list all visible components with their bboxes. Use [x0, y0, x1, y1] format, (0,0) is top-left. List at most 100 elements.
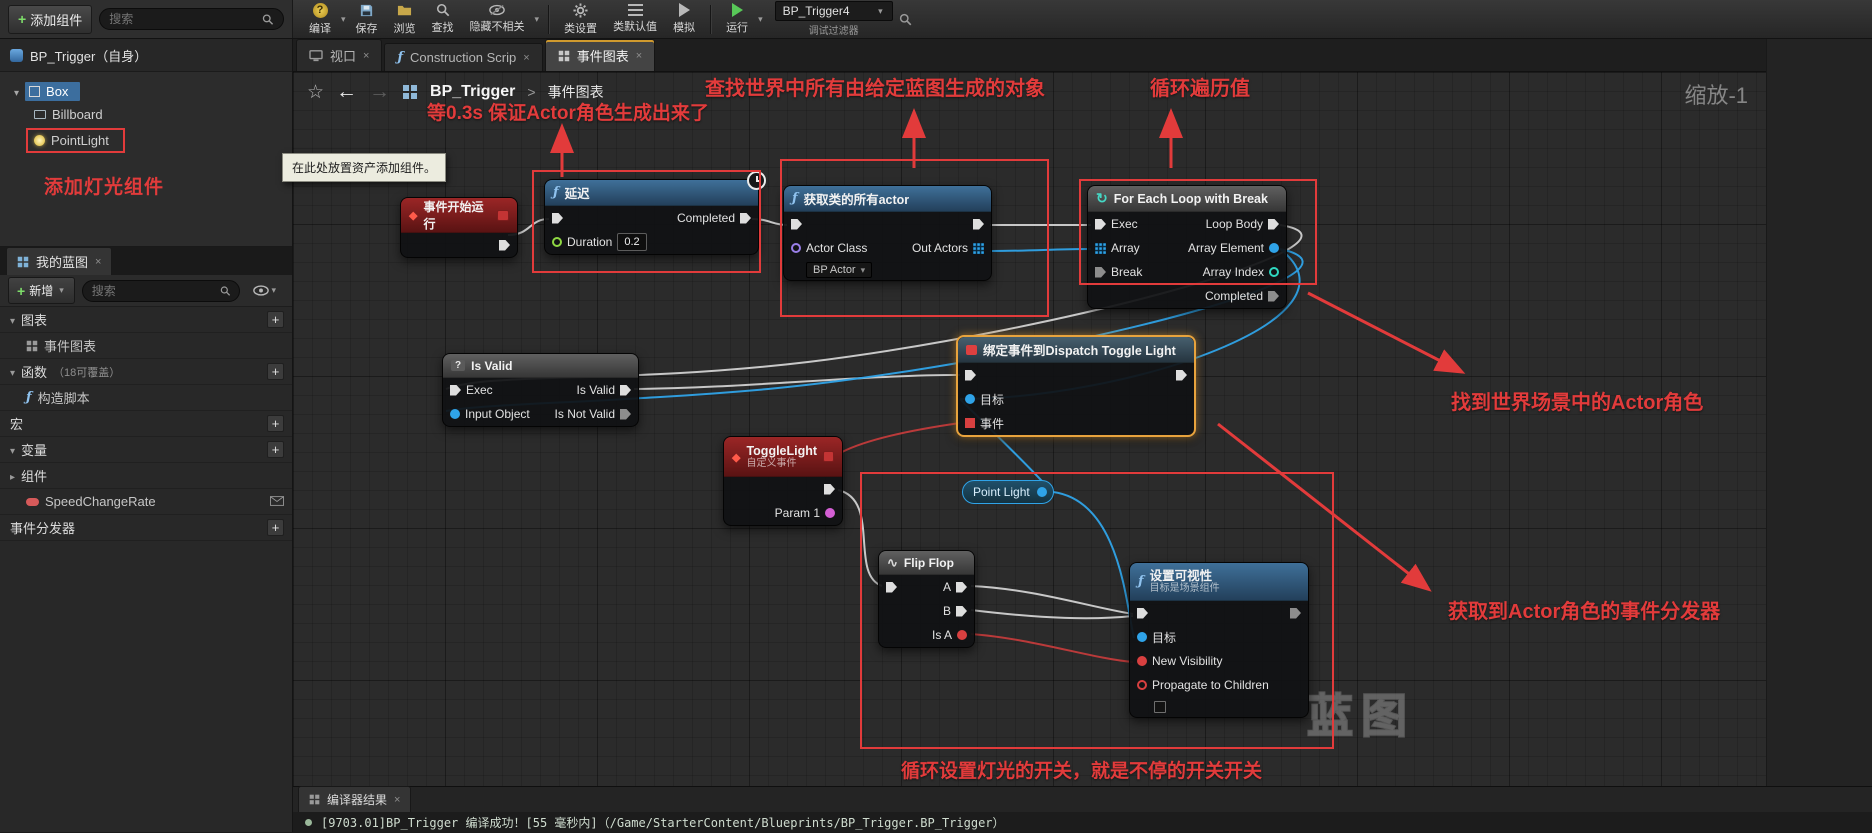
- node-delay[interactable]: ƒ 延迟 Completed Duration 0.2: [544, 179, 759, 255]
- flipflop-b-pin[interactable]: [956, 606, 967, 617]
- propagate-checkbox[interactable]: [1154, 701, 1166, 713]
- delay-duration-pin[interactable]: [552, 237, 562, 247]
- event-graph-canvas[interactable]: 蓝图 BP_Trigger > 事件图表: [293, 72, 1766, 786]
- favorite-star-icon[interactable]: [307, 81, 324, 104]
- back-arrow-icon[interactable]: [336, 80, 357, 104]
- add-function-button[interactable]: [267, 363, 284, 380]
- isvalid-valid-pin[interactable]: [620, 385, 631, 396]
- tab-compiler-results[interactable]: 编译器结果: [298, 786, 411, 812]
- section-variables[interactable]: 变量: [0, 437, 292, 463]
- collapse-arrow-icon[interactable]: [10, 442, 15, 457]
- foreach-arrayelement-pin[interactable]: [1269, 243, 1279, 253]
- foreach-exec-pin[interactable]: [1095, 219, 1106, 230]
- collapse-arrow-icon[interactable]: [10, 468, 15, 483]
- class-defaults-button[interactable]: 类默认值: [605, 1, 665, 38]
- breadcrumb-current[interactable]: 事件图表: [548, 82, 604, 102]
- play-options-caret[interactable]: [756, 14, 765, 25]
- close-icon[interactable]: [95, 256, 101, 268]
- collapse-arrow-icon[interactable]: [10, 364, 15, 379]
- setvis-newvisibility-pin[interactable]: [1137, 656, 1147, 666]
- node-togglelight-custom-event[interactable]: ToggleLight 自定义事件 Param 1: [723, 436, 843, 526]
- flipflop-a-pin[interactable]: [956, 582, 967, 593]
- find-button[interactable]: 查找: [424, 1, 462, 38]
- isvalid-notvalid-pin[interactable]: [620, 409, 631, 420]
- tab-event-graph[interactable]: 事件图表: [545, 39, 655, 71]
- node-point-light-getter[interactable]: Point Light: [962, 480, 1054, 504]
- node-bind-event-dispatch-toggle-light[interactable]: 绑定事件到Dispatch Toggle Light 目标 事件: [956, 335, 1196, 437]
- delegate-pin[interactable]: [823, 451, 834, 462]
- breadcrumb-root[interactable]: BP_Trigger: [430, 83, 515, 101]
- section-event-dispatchers[interactable]: 事件分发器: [0, 515, 292, 541]
- close-icon[interactable]: [636, 50, 642, 62]
- delay-exec-in-pin[interactable]: [552, 213, 563, 224]
- togglelight-param-pin[interactable]: [825, 508, 835, 518]
- collapse-arrow-icon[interactable]: [10, 312, 15, 327]
- my-blueprint-search-input[interactable]: [92, 284, 215, 298]
- section-functions[interactable]: 函数 （18可覆盖）: [0, 359, 292, 385]
- compile-options-caret[interactable]: [339, 14, 348, 25]
- compile-button[interactable]: 编译: [301, 1, 339, 38]
- item-event-graph[interactable]: 事件图表: [0, 333, 292, 359]
- setvis-propagate-pin[interactable]: [1137, 680, 1147, 690]
- node-foreach-loop-break[interactable]: For Each Loop with Break Exec Loop Body …: [1087, 185, 1287, 309]
- add-macro-button[interactable]: [267, 415, 284, 432]
- view-options-button[interactable]: [247, 285, 284, 296]
- foreach-loopbody-pin[interactable]: [1268, 219, 1279, 230]
- setvis-exec-in-pin[interactable]: [1137, 608, 1148, 619]
- pointlight-out-pin[interactable]: [1037, 487, 1047, 497]
- compiler-log-line[interactable]: [9703.01]BP_Trigger 编译成功！[55 毫秒内]（/Game/…: [293, 812, 1872, 833]
- components-search[interactable]: [99, 8, 284, 30]
- setvis-exec-out-pin[interactable]: [1290, 608, 1301, 619]
- bindevent-exec-out-pin[interactable]: [1176, 370, 1187, 381]
- close-icon[interactable]: [523, 52, 529, 64]
- blueprint-self-row[interactable]: BP_Trigger（自身）: [0, 39, 292, 72]
- node-set-visibility[interactable]: ƒ 设置可视性 目标是场景组件 目标 New Visibility Propag…: [1129, 562, 1309, 718]
- delay-duration-value[interactable]: 0.2: [617, 233, 646, 251]
- add-graph-button[interactable]: [267, 311, 284, 328]
- hide-unrelated-caret[interactable]: [533, 14, 542, 25]
- section-macros[interactable]: 宏: [0, 411, 292, 437]
- node-is-valid[interactable]: ? Is Valid Exec Is Valid Input Object Is…: [442, 353, 639, 427]
- simulate-button[interactable]: 模拟: [665, 1, 703, 38]
- foreach-break-pin[interactable]: [1095, 267, 1106, 278]
- item-components-category[interactable]: 组件: [0, 463, 292, 489]
- getallactors-exec-in-pin[interactable]: [791, 219, 802, 230]
- flipflop-isa-pin[interactable]: [957, 630, 967, 640]
- collapse-arrow-icon[interactable]: [14, 84, 19, 99]
- add-component-button[interactable]: 添加组件: [8, 5, 92, 34]
- class-settings-button[interactable]: 类设置: [556, 1, 605, 38]
- flipflop-exec-in-pin[interactable]: [886, 582, 897, 593]
- delay-completed-pin[interactable]: [740, 213, 751, 224]
- tree-item-box[interactable]: Box: [0, 80, 292, 103]
- out-actors-pin[interactable]: [973, 243, 984, 254]
- my-blueprint-search[interactable]: [82, 280, 241, 302]
- setvis-target-pin[interactable]: [1137, 632, 1147, 642]
- getallactors-exec-out-pin[interactable]: [973, 219, 984, 230]
- node-get-all-actors[interactable]: ƒ 获取类的所有actor Actor Class Out Actors BP …: [783, 185, 992, 281]
- actor-class-dropdown[interactable]: BP Actor: [806, 262, 872, 278]
- item-construction-script[interactable]: ƒ 构造脚本: [0, 385, 292, 411]
- new-item-button[interactable]: 新增: [8, 277, 75, 304]
- section-graphs[interactable]: 图表: [0, 307, 292, 333]
- tree-item-pointlight[interactable]: PointLight: [0, 126, 292, 155]
- play-button[interactable]: 运行: [718, 1, 756, 38]
- isvalid-exec-pin[interactable]: [450, 385, 461, 396]
- item-speed-change-rate[interactable]: SpeedChangeRate: [0, 489, 292, 515]
- add-dispatcher-button[interactable]: [267, 519, 284, 536]
- debug-search-button[interactable]: [893, 13, 918, 26]
- foreach-completed-pin[interactable]: [1268, 291, 1279, 302]
- tab-my-blueprint[interactable]: 我的蓝图: [6, 247, 112, 275]
- tab-viewport[interactable]: 视口: [296, 39, 382, 71]
- add-variable-button[interactable]: [267, 441, 284, 458]
- foreach-array-pin[interactable]: [1095, 243, 1106, 254]
- close-icon[interactable]: [363, 50, 369, 62]
- beginplay-exec-out-pin[interactable]: [499, 240, 510, 251]
- tab-construction-script[interactable]: ƒ Construction Scrip: [384, 43, 542, 71]
- components-search-input[interactable]: [109, 12, 257, 26]
- togglelight-exec-out-pin[interactable]: [824, 484, 835, 495]
- foreach-arrayindex-pin[interactable]: [1269, 267, 1279, 277]
- close-icon[interactable]: [394, 794, 400, 806]
- debug-object-dropdown[interactable]: BP_Trigger4: [775, 1, 893, 21]
- node-event-beginplay[interactable]: 事件开始运行: [400, 197, 518, 258]
- hide-unrelated-button[interactable]: 隐藏不相关: [462, 1, 533, 38]
